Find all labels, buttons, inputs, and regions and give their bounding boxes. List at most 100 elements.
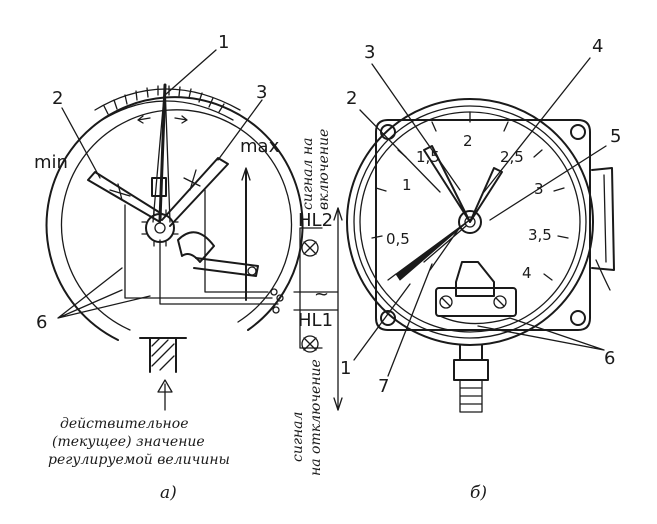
signal-on-line-1: сигнал на: [300, 138, 316, 210]
gear-teeth: [141, 209, 179, 247]
callout-r6: 6: [604, 348, 615, 369]
min-setpoint-arm: [87, 171, 163, 223]
flange-hole-br: [570, 310, 586, 326]
callout-r4: 4: [592, 36, 603, 57]
callout-line-r4: [483, 57, 591, 193]
pressure-inlet: [139, 337, 187, 373]
scale-1: 1: [402, 176, 412, 194]
callout-line-r3: [371, 63, 461, 191]
callout-line-r5: [489, 145, 607, 221]
callout-1: 1: [218, 32, 229, 53]
min-contact: [109, 183, 131, 201]
terminal-3: [272, 306, 280, 314]
lamp-hl2-cross: [303, 241, 317, 255]
link-lever: [193, 257, 259, 277]
caption-line-2: (текущее) значение: [52, 434, 205, 450]
bezel-mid: [353, 105, 587, 339]
scale-arc-inner: [101, 100, 234, 121]
min-label: min: [34, 152, 68, 173]
signal-on-line-2: включение: [316, 129, 332, 210]
main-pointer-tail: [152, 84, 171, 223]
lamp-hl2: [301, 239, 319, 257]
terminal-box: [591, 167, 615, 271]
callout-line-r6: [477, 317, 605, 351]
max-label: max: [240, 136, 280, 157]
ac-tilde: ~: [314, 284, 329, 305]
lamp-hl1-label: HL1: [298, 310, 333, 331]
callout-line-r2: [359, 109, 441, 193]
setpoint-pointer-left: [423, 145, 471, 223]
inlet-hatch: [151, 337, 175, 371]
terminal-block: [435, 287, 517, 317]
callout-3: 3: [256, 82, 267, 103]
sub-label-a: а): [160, 483, 177, 503]
lamp-hl1-cross: [303, 337, 317, 351]
max-contact: [183, 169, 201, 191]
lamp-hl2-label: HL2: [298, 210, 333, 231]
screw-left: [439, 295, 453, 309]
signal-off-line-2: на отключение: [308, 359, 324, 476]
callout-line-1: [164, 49, 217, 96]
screw-slots: [441, 297, 505, 307]
terminal-box-detail: [595, 174, 611, 291]
scale-arrow-right-icon: [174, 115, 188, 124]
callout-line-r1: [353, 283, 411, 361]
callout-r3: 3: [364, 42, 375, 63]
callout-r7: 7: [378, 376, 389, 397]
callout-6: 6: [36, 312, 47, 333]
callout-line-6: [57, 267, 151, 319]
scale-0-5: 0,5: [386, 230, 410, 248]
pointer-hub-outer: [458, 210, 482, 234]
max-arrow-icon: [241, 167, 251, 181]
bezel-outer: [346, 98, 594, 346]
callout-r1: 1: [340, 358, 351, 379]
caption-line-3: регулируемой величины: [48, 452, 230, 468]
electrocontact-manometer: 0,5 1 1,5 2 2,5 3 3,5 4 1: [340, 36, 621, 503]
scale-4: 4: [522, 264, 532, 282]
gauge-case-inner: [60, 109, 293, 331]
block-wires: [439, 315, 511, 325]
wire-1: [124, 204, 273, 299]
lever-pivot: [247, 266, 257, 276]
lamp-hl1: [301, 335, 319, 353]
max-setpoint-arm: [161, 157, 229, 227]
gauge-stem: [459, 344, 483, 361]
callout-r5: 5: [610, 126, 621, 147]
terminal-2: [276, 294, 284, 302]
terminal-1: [270, 288, 278, 296]
stem-thread: [459, 379, 483, 413]
main-pointer: [158, 83, 167, 222]
wire-3: [204, 189, 269, 293]
callout-2: 2: [52, 88, 63, 109]
callout-line-3: [217, 99, 263, 161]
callout-line-2: [61, 107, 101, 179]
circuit-lines: [293, 207, 339, 411]
caption-line-1: действительное: [60, 416, 189, 432]
flow-arrow-up-icon: [157, 379, 173, 411]
sub-label-b: б): [470, 483, 487, 503]
callout-r2: 2: [346, 88, 357, 109]
main-gauge-pointer: [395, 217, 473, 281]
signal-off-line-1: сигнал: [290, 412, 306, 462]
scale-2: 2: [463, 132, 473, 150]
scale-arrow-left-icon: [137, 115, 151, 124]
stem-nut: [453, 359, 489, 381]
scale-3-5: 3,5: [528, 226, 552, 244]
pointer-sleeve: [151, 177, 167, 197]
pointer-hub-inner: [464, 216, 476, 228]
flange-hole-tr: [570, 124, 586, 140]
setpoint-pointer-right: [469, 167, 503, 223]
wire-2: [159, 239, 279, 305]
signal-arrow-down-icon: [333, 397, 343, 411]
flange-hole-bl: [380, 310, 396, 326]
signal-arrow-up-icon: [333, 207, 343, 221]
pointer-aux: [423, 225, 467, 271]
scale-ticks: [103, 85, 225, 115]
callout-line-r7: [387, 263, 433, 377]
gear-sector: [177, 231, 215, 263]
screw-right: [493, 295, 507, 309]
gear-hub: [154, 222, 166, 234]
contact-gauge-schematic: 1 2 3 6 min max HL2 HL1 ~ сигнал на вклю…: [34, 32, 343, 503]
contact-bracket: [455, 261, 495, 297]
